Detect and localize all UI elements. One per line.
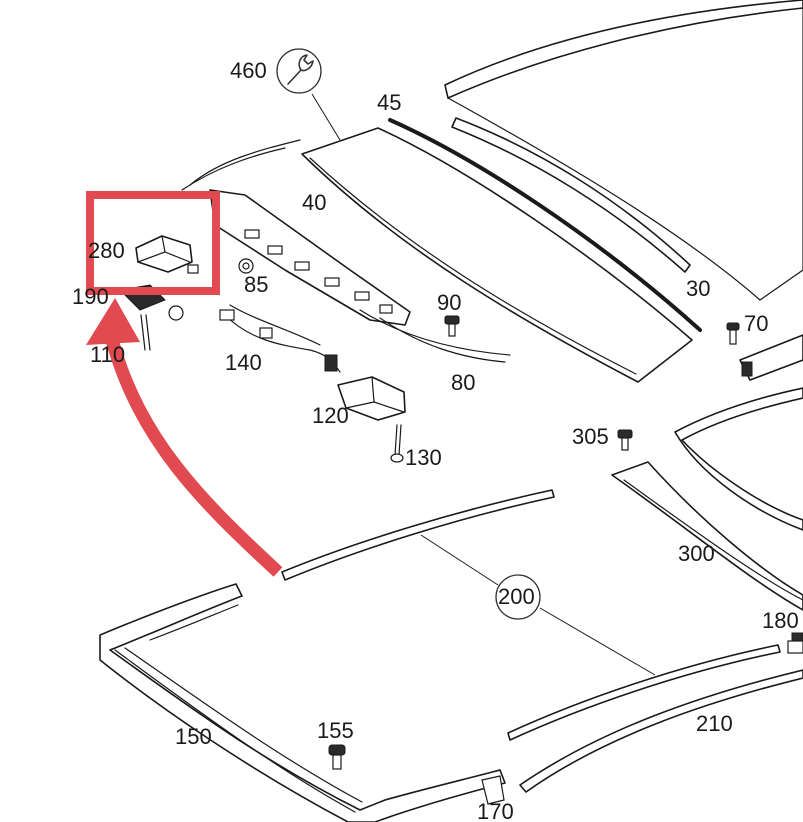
- callout-300: 300: [678, 541, 715, 566]
- module-280: [135, 235, 199, 274]
- callout-180: 180: [762, 608, 799, 633]
- seal-30: [451, 117, 691, 273]
- right-guide-mechanism: [739, 334, 803, 381]
- screw-110: [140, 314, 151, 351]
- callout-70: 70: [744, 311, 768, 336]
- callout-90: 90: [437, 290, 461, 315]
- bolt-70: [726, 322, 740, 345]
- callout-190: 190: [72, 284, 109, 309]
- callout-120: 120: [312, 403, 349, 428]
- seal-200: [281, 489, 781, 741]
- callout-40: 40: [302, 190, 326, 215]
- highlight-box: [86, 191, 220, 295]
- callout-170: 170: [477, 799, 514, 822]
- roof-panel: [444, 0, 803, 301]
- motor-120: [337, 376, 406, 421]
- nut-85: [238, 258, 254, 274]
- bolt-180: [787, 632, 803, 654]
- service-callout: [276, 48, 322, 94]
- callout-circle-200: [495, 574, 541, 620]
- harness-140: [219, 304, 341, 373]
- sunroof-mechanism: [181, 139, 511, 363]
- frame-300: [611, 387, 803, 611]
- callout-150: 150: [175, 724, 212, 749]
- callout-110: 110: [90, 342, 125, 367]
- frame-150: [99, 583, 506, 822]
- wrench-icon: [287, 54, 314, 85]
- callout-85: 85: [244, 272, 268, 297]
- callout-200: 200: [498, 584, 535, 609]
- callout-80: 80: [451, 370, 475, 395]
- callout-labels: 460 45 40 30 280 85 190 110 90 70 140 80…: [72, 58, 799, 822]
- callout-460: 460: [230, 58, 267, 83]
- screw-130: [390, 424, 404, 463]
- callout-280: 280: [88, 238, 125, 263]
- callout-210: 210: [696, 711, 733, 736]
- callout-140: 140: [225, 350, 262, 375]
- callout-155: 155: [317, 718, 354, 743]
- glass-panel-40: [301, 127, 693, 383]
- leader-lines: [311, 93, 656, 676]
- red-arrow: [86, 298, 283, 577]
- callout-45: 45: [377, 90, 401, 115]
- clip-170: [481, 775, 505, 805]
- callout-305: 305: [572, 424, 609, 449]
- screw-155: [328, 744, 346, 770]
- bolt-305: [617, 429, 633, 451]
- bolt-90: [444, 315, 460, 337]
- seal-210: [519, 669, 803, 793]
- callout-30: 30: [686, 276, 710, 301]
- callout-130: 130: [405, 445, 442, 470]
- seal-45: [388, 118, 702, 332]
